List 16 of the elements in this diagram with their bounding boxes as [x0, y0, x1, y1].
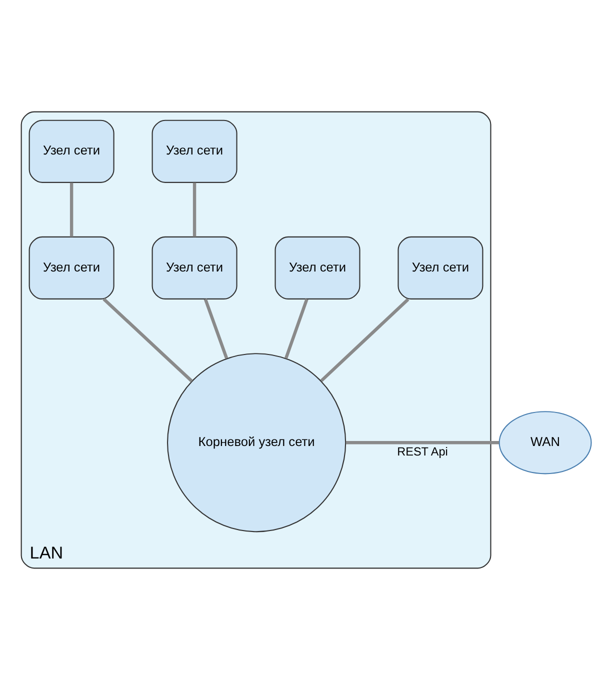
- edge-label: REST Api: [397, 445, 448, 458]
- connector: [284, 298, 308, 359]
- connector: [204, 298, 228, 359]
- connector: [70, 182, 74, 237]
- node-ellipse: WAN: [498, 411, 592, 474]
- node-box: Узел сети: [152, 236, 238, 300]
- connector: [320, 298, 410, 382]
- connector: [192, 182, 196, 237]
- node-box: Узел сети: [28, 236, 114, 300]
- node-box: Узел сети: [28, 120, 114, 183]
- node-circle: Корневой узел сети: [166, 353, 346, 532]
- node-box: Узел сети: [152, 120, 238, 183]
- node-box: Узел сети: [398, 236, 484, 300]
- connector: [102, 298, 193, 382]
- connector: [346, 441, 500, 444]
- node-box: Узел сети: [274, 236, 360, 300]
